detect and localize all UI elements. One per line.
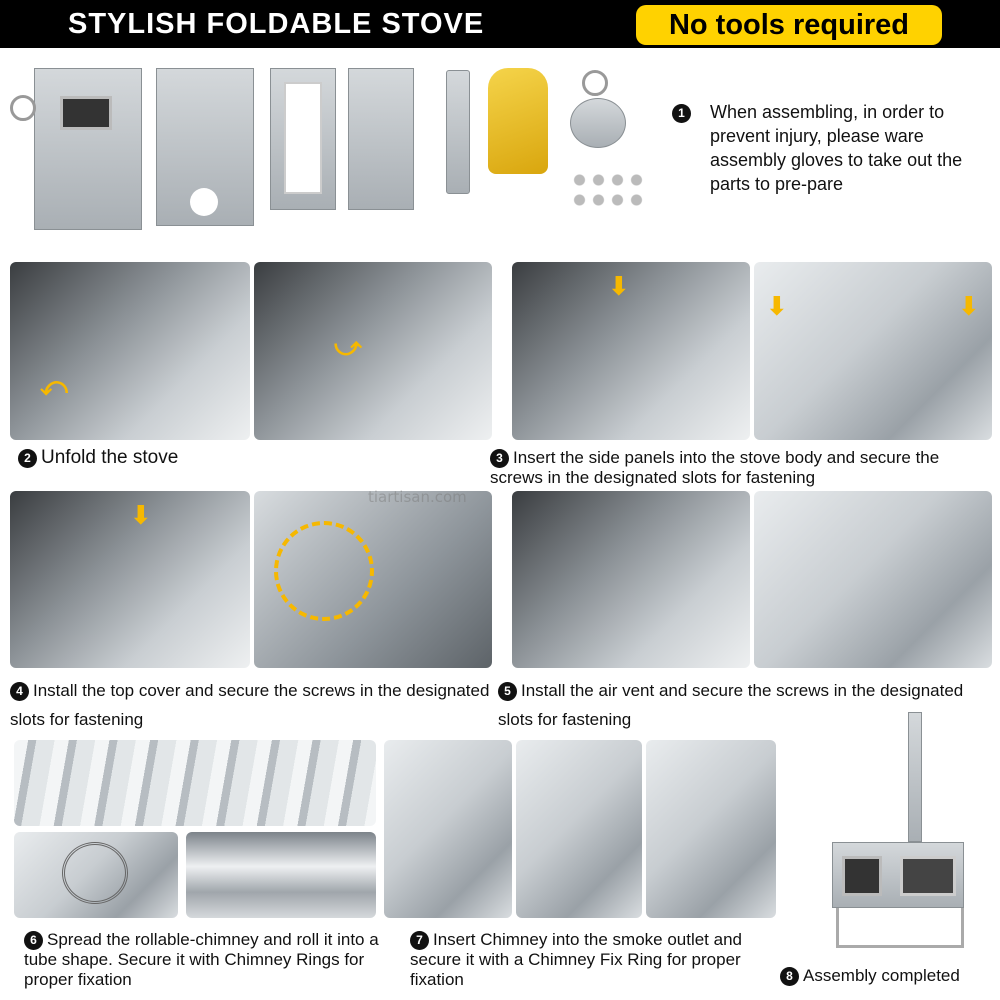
step-6-photo-rings [14,832,178,918]
side-panel-part [348,68,414,210]
step-7-photo-b [516,740,642,918]
page-title: STYLISH FOLDABLE STOVE [68,8,485,40]
step-3-photo-a: ⬇ [512,262,750,440]
step-2-photo-b: ⤻ [254,262,492,440]
step-2-photo-a: ⤺ [10,262,250,440]
air-vent-part [570,98,626,148]
step-6-photo-foil [14,740,376,826]
step-number-badge: 1 [672,104,691,123]
no-tools-badge: No tools required [636,5,942,45]
chimney-hole [190,188,218,216]
step-7-photo-a [384,740,512,918]
step-6-photo-tube [186,832,376,918]
vent-ring-icon [582,70,608,96]
glass-window [284,82,322,194]
chimney-pipe-part [446,70,470,194]
step-5-photo-a [512,491,750,668]
step-4-photo-a: ⬇ [10,491,250,668]
step-3-photo-b: ⬇⬇ [754,262,992,440]
step-4-photo-b [254,491,492,668]
glove-image [488,68,548,174]
screws-image [570,170,646,210]
door-window [60,96,112,130]
ring-handle-icon [10,95,36,121]
step-7-photo-c [646,740,776,918]
step-5-photo-b [754,491,992,668]
watermark: tiartisan.com [368,488,467,506]
stove-body-part [34,68,142,230]
